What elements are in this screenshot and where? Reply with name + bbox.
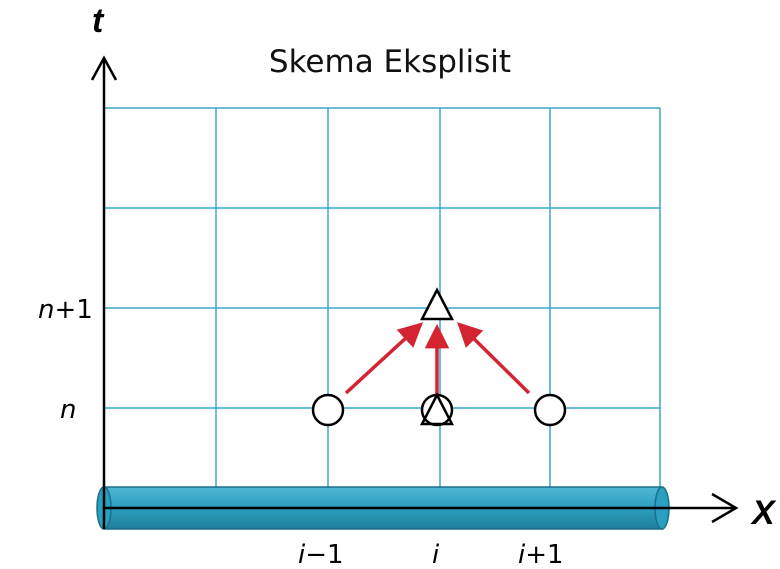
diagram-title: Skema Eksplisit	[269, 44, 511, 80]
col-label-i-minus-1-suffix: −1	[305, 540, 343, 569]
row-label-n-plus-1-var: n	[38, 295, 54, 325]
node-triangle-center-upper	[419, 287, 455, 321]
stencil-nodes	[311, 287, 567, 427]
col-label-i-minus-1: i−1	[298, 540, 344, 569]
t-axis-arrowhead	[90, 55, 118, 81]
arrow-from-left-node	[344, 322, 424, 395]
node-triangle-center-lower	[419, 392, 455, 426]
col-label-i-plus-1: i+1	[518, 540, 564, 569]
axes	[90, 55, 739, 529]
x-axis-arrowhead	[711, 492, 739, 524]
col-label-i-plus-1-suffix: +1	[525, 540, 563, 569]
arrow-from-right-node	[457, 322, 531, 395]
col-label-i-minus-1-var: i	[298, 540, 306, 569]
col-label-i-plus-1-var: i	[518, 540, 526, 569]
node-circle-right-lower	[533, 393, 567, 427]
row-label-n-plus-1: n+1	[38, 295, 93, 325]
row-label-n-var: n	[60, 395, 76, 425]
grid	[103, 107, 661, 509]
stencil-arrows	[344, 322, 531, 396]
col-label-i-var: i	[432, 540, 440, 569]
node-circle-left-lower	[311, 393, 345, 427]
col-label-i: i	[432, 540, 440, 569]
x-axis-label: X	[750, 494, 777, 532]
t-axis-label: t	[92, 2, 105, 40]
row-label-n: n	[60, 395, 76, 425]
row-label-n-plus-1-suffix: +1	[54, 295, 92, 325]
node-circle-center-lower	[420, 393, 454, 427]
